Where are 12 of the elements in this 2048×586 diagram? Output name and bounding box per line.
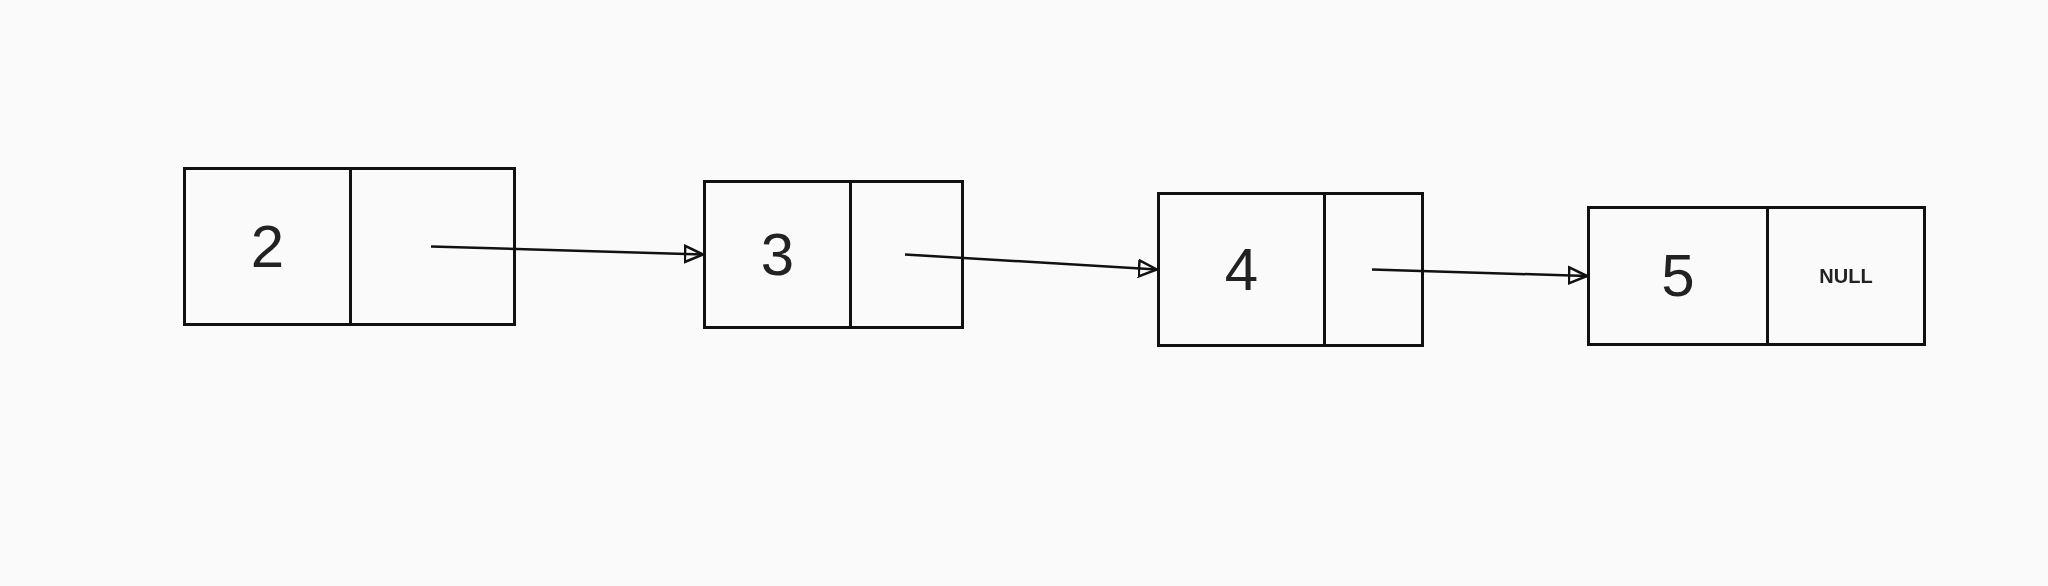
arrow xyxy=(1371,266,1589,285)
list-node-box xyxy=(1157,192,1424,347)
null-text: NULL xyxy=(1819,264,1873,289)
node-value: 4 xyxy=(1224,239,1259,300)
node-value: 3 xyxy=(760,224,795,285)
list-node-box xyxy=(703,180,964,329)
arrow xyxy=(430,244,705,264)
arrow xyxy=(904,253,1159,278)
node-value: 2 xyxy=(250,216,285,277)
node-value: 5 xyxy=(1661,246,1695,306)
list-node-box xyxy=(1587,206,1926,346)
list-node-box xyxy=(183,167,516,326)
